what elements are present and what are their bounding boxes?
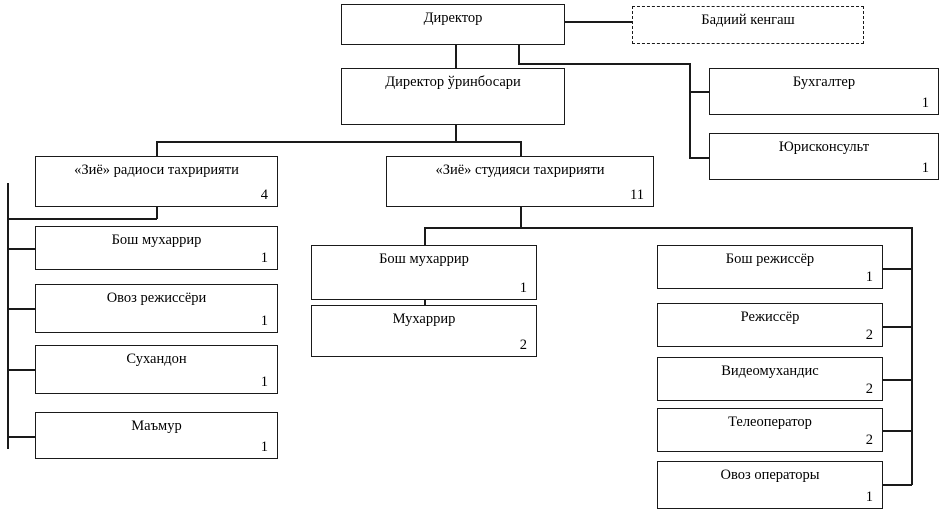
connector-left-to-announcer: [7, 369, 36, 371]
node-count-video-engineer: 2: [865, 381, 873, 398]
node-label-studio-chief-editor: Бош мухаррир: [379, 251, 469, 267]
connector-left-to-sound-director: [7, 308, 36, 310]
node-label-announcer: Сухандон: [126, 351, 187, 367]
node-editor[interactable]: Мухаррир 2: [311, 305, 537, 357]
node-label-tv-operator: Телеоператор: [728, 414, 812, 430]
node-administrator[interactable]: Маъмур 1: [35, 412, 278, 459]
node-label-sound-operator: Овоз операторы: [720, 467, 820, 483]
connector-right-to-video-engineer: [883, 379, 912, 381]
connector-bus-to-studio-editor: [424, 227, 426, 246]
connector-studio-down: [520, 207, 522, 228]
node-label-chief-stage-director: Бош режиссёр: [725, 251, 815, 267]
node-label-stage-director: Режиссёр: [740, 309, 800, 325]
node-count-studio-dept: 11: [630, 187, 644, 204]
node-count-administrator: 1: [260, 439, 268, 456]
connector-director-to-council: [565, 21, 632, 23]
node-announcer[interactable]: Сухандон 1: [35, 345, 278, 394]
connector-studio-children-bus: [424, 227, 912, 229]
connector-right-to-stage-director: [883, 326, 912, 328]
connector-right-spine: [689, 63, 691, 158]
node-count-chief-stage-director: 1: [865, 269, 873, 286]
connector-radio-down: [156, 207, 158, 219]
node-count-announcer: 1: [260, 374, 268, 391]
connector-spine-to-legal: [689, 157, 710, 159]
connector-dept-bus: [156, 141, 521, 143]
node-label-video-engineer: Видеомухандис: [721, 363, 819, 379]
connector-director-right-bus: [518, 63, 691, 65]
node-count-studio-chief-editor: 1: [519, 280, 527, 297]
connector-director-down-deputy: [455, 45, 457, 68]
node-label-studio-dept: «Зиё» студияси тахририяти: [435, 162, 605, 178]
node-count-tv-operator: 2: [865, 432, 873, 449]
node-label-director: Директор: [423, 10, 483, 26]
connector-right-to-chief-sd: [883, 268, 912, 270]
node-count-legal-counsel: 1: [921, 160, 929, 177]
node-count-editor: 2: [519, 337, 527, 354]
node-label-deputy-director: Директор ўринбосари: [385, 74, 521, 90]
connector-radio-left-hook: [7, 218, 157, 220]
connector-director-down-right: [518, 45, 520, 64]
connector-left-to-administrator: [7, 436, 36, 438]
connector-right-to-tv-operator: [883, 430, 912, 432]
node-label-sound-director: Овоз режиссёри: [106, 290, 207, 306]
node-studio-dept[interactable]: «Зиё» студияси тахририяти 11: [386, 156, 654, 207]
node-deputy-director[interactable]: Директор ўринбосари: [341, 68, 565, 125]
node-accountant[interactable]: Бухгалтер 1: [709, 68, 939, 115]
node-count-sound-director: 1: [260, 313, 268, 330]
node-label-editor: Мухаррир: [392, 311, 456, 327]
connector-spine-to-accountant: [689, 91, 710, 93]
connector-bus-to-studio: [520, 141, 522, 157]
node-video-engineer[interactable]: Видеомухандис 2: [657, 357, 883, 401]
node-legal-counsel[interactable]: Юрисконсульт 1: [709, 133, 939, 180]
connector-studio-editor-down: [424, 300, 426, 306]
node-count-radio-chief-editor: 1: [260, 250, 268, 267]
node-label-radio-dept: «Зиё» радиоси тахририяти: [74, 162, 239, 178]
connector-radio-left-spine: [7, 183, 9, 449]
connector-bus-to-radio: [156, 141, 158, 157]
node-label-legal-counsel: Юрисконсульт: [778, 139, 870, 155]
node-count-sound-operator: 1: [865, 489, 873, 506]
connector-left-to-chief-editor: [7, 248, 36, 250]
node-chief-stage-director[interactable]: Бош режиссёр 1: [657, 245, 883, 289]
node-director[interactable]: Директор: [341, 4, 565, 45]
node-count-stage-director: 2: [865, 327, 873, 344]
node-sound-director[interactable]: Овоз режиссёри 1: [35, 284, 278, 333]
node-label-artistic-council: Бадиий кенгаш: [701, 12, 795, 28]
node-radio-chief-editor[interactable]: Бош мухаррир 1: [35, 226, 278, 270]
node-count-accountant: 1: [921, 95, 929, 112]
node-tv-operator[interactable]: Телеоператор 2: [657, 408, 883, 452]
node-label-accountant: Бухгалтер: [792, 74, 856, 90]
node-count-radio-dept: 4: [260, 187, 268, 204]
connector-bus-to-right-spine: [911, 227, 913, 485]
node-artistic-council[interactable]: Бадиий кенгаш: [632, 6, 864, 44]
node-stage-director[interactable]: Режиссёр 2: [657, 303, 883, 347]
connector-deputy-down: [455, 125, 457, 142]
node-radio-dept[interactable]: «Зиё» радиоси тахририяти 4: [35, 156, 278, 207]
node-sound-operator[interactable]: Овоз операторы 1: [657, 461, 883, 509]
connector-right-to-sound-operator: [883, 484, 912, 486]
node-studio-chief-editor[interactable]: Бош мухаррир 1: [311, 245, 537, 300]
node-label-radio-chief-editor: Бош мухаррир: [111, 232, 202, 248]
node-label-administrator: Маъмур: [131, 418, 182, 434]
